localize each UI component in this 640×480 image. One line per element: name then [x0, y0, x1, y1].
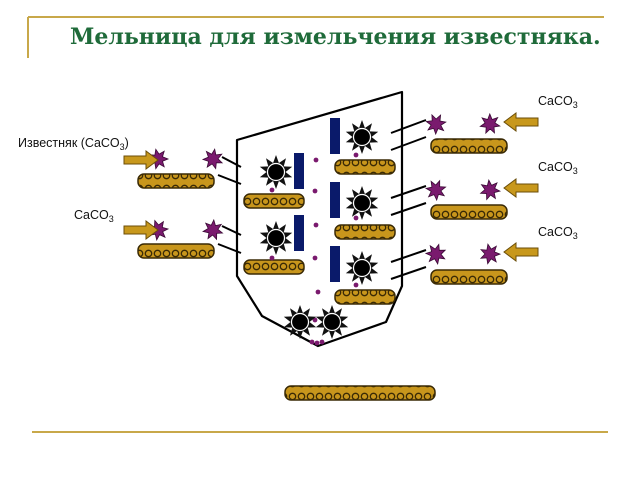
caco3-label-sub: 3	[572, 100, 578, 110]
blade-bar-icon	[330, 118, 340, 154]
feed-arrows	[123, 112, 539, 262]
blade-bar-icon	[330, 182, 340, 218]
limestone-crystals	[147, 112, 502, 265]
conveyor-belt-icon	[430, 269, 508, 285]
page-title: Мельница для измельчения известняка.	[70, 24, 601, 50]
caco3-label-text: CaCO	[538, 160, 573, 174]
blade-bar-icon	[294, 215, 304, 251]
arrow-icon	[123, 150, 159, 170]
conveyor-belt-icon	[334, 224, 396, 240]
crystal-icon	[424, 243, 447, 265]
crystal-icon	[479, 179, 501, 201]
arrow-icon	[503, 112, 539, 132]
crystal-icon	[479, 112, 501, 135]
limestone-label-close: )	[124, 136, 129, 150]
crystal-icon	[202, 218, 224, 241]
blade-bar-icon	[330, 246, 340, 282]
grinder-star-icon	[283, 305, 317, 339]
grinder-star-icon	[259, 221, 293, 255]
limestone-label-text: Известняк (CaCO	[18, 136, 120, 150]
caco3-label-text: CaCO	[538, 225, 573, 239]
caco3-label-sub: 3	[108, 214, 114, 224]
grinder-star-icon	[259, 155, 293, 189]
arrow-icon	[503, 178, 539, 198]
crystal-icon	[201, 148, 224, 170]
caco3-label-right-3: CaCO3	[538, 225, 578, 241]
right-outlet-chutes	[390, 119, 427, 280]
caco3-label-right-1: CaCO3	[538, 94, 578, 110]
mill-housing	[235, 90, 404, 348]
limestone-label-sub: 3	[119, 142, 125, 152]
blade-bars	[294, 118, 340, 282]
caco3-label-right-2: CaCO3	[538, 160, 578, 176]
arrow-icon	[503, 242, 539, 262]
crystal-icon	[425, 179, 447, 202]
caco3-label-text: CaCO	[74, 208, 109, 222]
grinder-star-icon	[345, 251, 379, 285]
conveyor-belt-icon	[284, 385, 436, 401]
conveyor-belt-icon	[243, 259, 305, 275]
crystal-icon	[479, 243, 502, 265]
conveyor-belt-icon	[430, 204, 508, 220]
arrow-icon	[123, 220, 159, 240]
conveyor-belt-icon	[137, 243, 215, 259]
blade-bar-icon	[294, 153, 304, 189]
grinder-star-icon	[315, 305, 349, 339]
grinder-star-icon	[345, 186, 379, 220]
limestone-label: Известняк (CaCO3)	[18, 136, 129, 152]
crystal-icon	[425, 113, 447, 136]
conveyor-belt-icon	[334, 289, 396, 305]
conveyor-belt-icon	[243, 193, 305, 209]
crushed-particles	[269, 152, 359, 346]
top-rule	[27, 16, 604, 58]
grinder-stars	[259, 120, 379, 339]
caco3-label-sub: 3	[572, 166, 578, 176]
caco3-label-text: CaCO	[538, 94, 573, 108]
left-inlet-chutes	[217, 156, 242, 254]
caco3-label-left: CaCO3	[74, 208, 114, 224]
conveyor-belt-icon	[334, 159, 396, 175]
conveyor-belt-icon	[430, 138, 508, 154]
grinder-star-icon	[345, 120, 379, 154]
conveyor-belts	[137, 138, 508, 401]
caco3-label-sub: 3	[572, 231, 578, 241]
conveyor-belt-icon	[137, 173, 215, 189]
